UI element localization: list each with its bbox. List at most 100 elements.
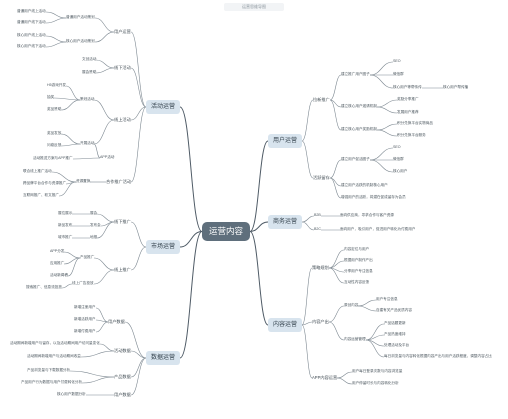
data-activity-item-1[interactable]: 活动期间新增用户与活动期间收益 [27, 354, 81, 358]
content-ugc-item-3[interactable]: 每日浏览量与内容转化 [384, 354, 420, 358]
user-ret-notify[interactable]: 建立用户活跃的机制核心用户 [341, 183, 388, 187]
data-core-item-0[interactable]: 核心用户数据分析 [57, 392, 86, 396]
user-promo-chan-item-1[interactable]: 积分兑换平台服务 [397, 133, 426, 137]
activity-promo-sub[interactable]: 资源置换 [76, 179, 91, 183]
content-ugc-item-2[interactable]: 处理活动及平台 [384, 343, 410, 347]
data-user-item-0[interactable]: 新增注册用户 [74, 305, 96, 309]
activity-promo-item-0[interactable]: 联合线上推广活动 [23, 169, 52, 173]
activity-online-plan[interactable]: 策划活动 [80, 97, 95, 101]
user-promo[interactable]: 拉新推广 [313, 97, 330, 102]
user-promo-chan-item-0[interactable]: 积分兑换平台实物商品 [397, 121, 433, 125]
market-offline[interactable]: 线下推广 [114, 219, 131, 224]
user-promo-item-2[interactable]: 核心用户等帮传传 [393, 85, 422, 89]
activity-user-normal[interactable]: 普通用户活动策划 [66, 15, 95, 19]
data-user-item-2[interactable]: 新增付费用户 [74, 329, 96, 333]
market-on-sub2[interactable]: 线上广告投放 [72, 281, 94, 285]
content-output[interactable]: 内容产出 [312, 319, 329, 324]
branch-market-ops[interactable]: 市场运营 [146, 240, 181, 254]
activity-exec-item-1[interactable]: 问卷反馈 [47, 143, 62, 147]
market-on-item-2[interactable]: 活动新闻稿 [50, 273, 68, 277]
market-on-item-0[interactable]: APP分发 [50, 249, 65, 253]
user-promo-mech-item-1[interactable]: 发展用户推荐 [397, 110, 419, 114]
data-activity-item-0[interactable]: 活动期间新增用户与留存，以及活动期间用户访问量变化 [10, 341, 100, 345]
branch-business-ops[interactable]: 商务运营 [268, 215, 303, 229]
activity-plan-item-1[interactable]: 抽奖 [47, 95, 55, 99]
user-promo-channel[interactable]: 建立核心用户奖励机制 [341, 127, 377, 131]
user-promo-item-0[interactable]: SEO [393, 59, 401, 63]
content-app-item-1[interactable]: 用户停留时长与内容转化分析 [352, 381, 399, 385]
market-off-item-0[interactable]: 展会 [90, 211, 98, 215]
content-plan[interactable]: 策略规划 [312, 265, 329, 270]
market-off-tag-1[interactable]: 新品发布 [58, 223, 73, 227]
market-off-tag-2[interactable]: 城市推广 [58, 235, 73, 239]
content-plan-item-2[interactable]: 分享用户专注信息 [344, 269, 373, 273]
activity-offline-item-0[interactable]: 文创活动 [82, 57, 97, 61]
data-user[interactable]: 用户数据 [108, 319, 125, 324]
data-product[interactable]: 产品数据 [114, 374, 131, 379]
content-plan-item-0[interactable]: 内容定位与用户 [344, 247, 370, 251]
data-activity[interactable]: 活动数据 [114, 348, 131, 353]
activity-app-item-3[interactable]: 活动推送方案与APP推广 [33, 156, 73, 160]
activity-promo-item-1[interactable]: 跨品牌平台合作与资源推广 [23, 181, 67, 185]
activity-user-item-3[interactable]: 核心用户线下活动 [17, 44, 46, 48]
activity-user-core[interactable]: 核心用户活动策划 [66, 39, 95, 43]
data-product-item-1[interactable]: 产品用户行为数据与用户付费转化分析 [21, 380, 83, 384]
activity-user-item-2[interactable]: 核心用户线上活动 [17, 33, 46, 37]
market-off-item-1[interactable]: 发布会 [90, 223, 101, 227]
activity-plan-item-2[interactable]: 奖品赞助 [47, 107, 62, 111]
market-online[interactable]: 线上推广 [114, 267, 131, 272]
market-off-tag-0[interactable]: 展位展示 [58, 211, 73, 215]
activity-user[interactable]: 用户运营 [114, 29, 131, 34]
activity-user-item-0[interactable]: 普通用户线上活动 [17, 9, 46, 13]
branch-activity-ops[interactable]: 活动运营 [146, 100, 181, 114]
activity-user-item-1[interactable]: 普通用户线下活动 [17, 20, 46, 24]
content-pgc-item-1[interactable]: 自建有关产品优质内容 [376, 308, 412, 312]
content-pgc-item-0[interactable]: 用户专注信息 [376, 297, 398, 301]
data-product-item-0[interactable]: 产品浏览量与下载数据分析 [27, 368, 71, 372]
content-ugc[interactable]: 内容运营管理 [344, 337, 366, 341]
user-promo-mech-item-0[interactable]: 奖励分享推广 [397, 97, 419, 101]
market-off-item-2[interactable]: 地推 [90, 235, 98, 239]
activity-offline[interactable]: 线下活动 [114, 65, 131, 70]
activity-promo-item-2[interactable]: 互联网推广、软文推广 [23, 193, 59, 197]
activity-online[interactable]: 线上活动 [114, 117, 131, 122]
content-output-note[interactable]: 根据内容产出与用户活跃程度，调整内容占比 [420, 354, 492, 358]
business-b2b-label[interactable]: B2B [314, 213, 321, 217]
connector [301, 321, 313, 326]
content-pgc[interactable]: 原创内容 [344, 303, 359, 307]
activity-online-exec[interactable]: 开展活动 [80, 141, 95, 145]
content-plan-item-3[interactable]: 互动性内容反馈 [344, 280, 370, 284]
activity-plan-item-0[interactable]: H5游戏开发 [47, 83, 66, 87]
branch-user-ops[interactable]: 用户运营 [268, 134, 303, 148]
activity-offline-item-1[interactable]: 展会赞助 [82, 70, 97, 74]
market-on-sub1[interactable]: 产品推广 [80, 255, 95, 259]
user-promo-mechanism[interactable]: 建立核心用户邀请机制 [341, 104, 377, 108]
business-b2c-desc[interactable]: 面向用户，吸引用户，促进用户转化为付费用户 [340, 227, 416, 231]
user-ret-item-1[interactable]: 微信群 [393, 157, 404, 161]
user-promo-establish[interactable]: 建立推广用户圈子 [341, 72, 370, 76]
branch-data-ops[interactable]: 数据运营 [146, 351, 181, 365]
data-core[interactable]: 用户数据 [114, 392, 131, 397]
business-b2b-desc[interactable]: 面向供应商，寻求合作与客户资源 [340, 213, 394, 217]
market-on-item-1[interactable]: 应用推广 [50, 261, 65, 265]
branch-content-ops[interactable]: 内容运营 [268, 318, 303, 332]
user-ret-item-2[interactable]: 核心用户 [393, 169, 408, 173]
user-ret-establish[interactable]: 建立用户促活圈子 [341, 157, 370, 161]
content-app-item-0[interactable]: 用户每日登录次数与内容浏览量 [352, 369, 403, 373]
content-ugc-item-0[interactable]: 产品话题更新 [384, 321, 406, 325]
user-promo-note[interactable]: 核心用户帮传播 [443, 85, 469, 89]
user-promo-item-1[interactable]: 微信群 [393, 72, 404, 76]
activity-exec-item-0[interactable]: 奖品发放 [47, 131, 62, 135]
content-app[interactable]: APP内容运营 [312, 375, 338, 380]
data-user-item-1[interactable]: 新增活跃用户 [74, 317, 96, 321]
market-on-item-3[interactable]: 搜索推广、信息流投放 [26, 285, 62, 289]
activity-promo[interactable]: 合作推广活动 [106, 179, 132, 184]
content-ugc-item-1[interactable]: 产品热度维持 [384, 332, 406, 336]
user-ret-growth[interactable]: 增强用户的活跃，将潜在促成留存为会员 [341, 195, 406, 199]
business-b2c-label[interactable]: B2C [314, 227, 321, 231]
content-plan-item-1[interactable]: 根据用户制作产出 [344, 258, 373, 262]
root-node[interactable]: 运营内容 [202, 222, 251, 241]
user-ret-item-0[interactable]: SEO [393, 145, 401, 149]
activity-app[interactable]: APP活动 [100, 155, 115, 159]
user-retention[interactable]: 活跃留存 [313, 175, 330, 180]
